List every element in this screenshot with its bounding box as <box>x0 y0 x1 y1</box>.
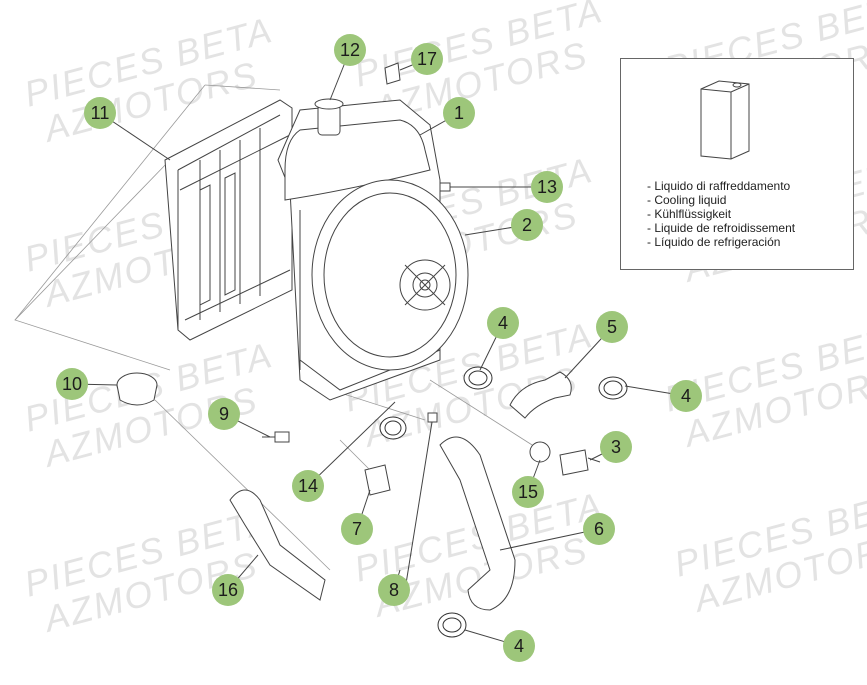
callout-1: 1 <box>443 97 475 129</box>
callout-7: 7 <box>341 513 373 545</box>
legend-list: - Liquido di raffreddamento - Cooling li… <box>647 179 795 249</box>
callout-12: 12 <box>334 34 366 66</box>
callout-4: 4 <box>503 630 535 662</box>
radiator-cap <box>116 372 158 406</box>
radiator-shroud <box>164 99 293 341</box>
callout-9: 9 <box>208 398 240 430</box>
guide-lines <box>14 84 541 571</box>
small-screw <box>262 431 290 443</box>
callout-16: 16 <box>212 574 244 606</box>
callout-14: 14 <box>292 470 324 502</box>
callout-4: 4 <box>670 380 702 412</box>
callout-5: 5 <box>596 311 628 343</box>
callout-17: 17 <box>411 43 443 75</box>
legend-item: - Cooling liquid <box>647 193 727 207</box>
spacer <box>364 464 391 496</box>
screw <box>439 182 470 192</box>
callout-6: 6 <box>583 513 615 545</box>
legend-item: - Líquido de refrigeración <box>647 235 781 249</box>
coolant-legend: - Liquido di raffreddamento - Cooling li… <box>620 58 854 270</box>
hose-16 <box>229 489 326 601</box>
legend-item: - Liquide de refroidissement <box>647 221 796 235</box>
callout-8: 8 <box>378 574 410 606</box>
callout-13: 13 <box>531 171 563 203</box>
callout-10: 10 <box>56 368 88 400</box>
bracket <box>384 62 401 85</box>
bolt <box>404 412 438 591</box>
callout-11: 11 <box>84 97 116 129</box>
coolant-container-icon <box>700 80 750 160</box>
fan-assembly <box>311 179 469 371</box>
callout-3: 3 <box>600 431 632 463</box>
legend-item: - Kühlflüssigkeit <box>647 207 732 221</box>
callout-2: 2 <box>511 209 543 241</box>
legend-item: - Liquido di raffreddamento <box>647 179 791 193</box>
callout-15: 15 <box>512 476 544 508</box>
hose-5 <box>509 371 572 419</box>
thermoswitch <box>529 441 601 476</box>
callout-4: 4 <box>487 307 519 339</box>
hose-6 <box>439 436 516 611</box>
hose-clamp <box>379 366 628 638</box>
